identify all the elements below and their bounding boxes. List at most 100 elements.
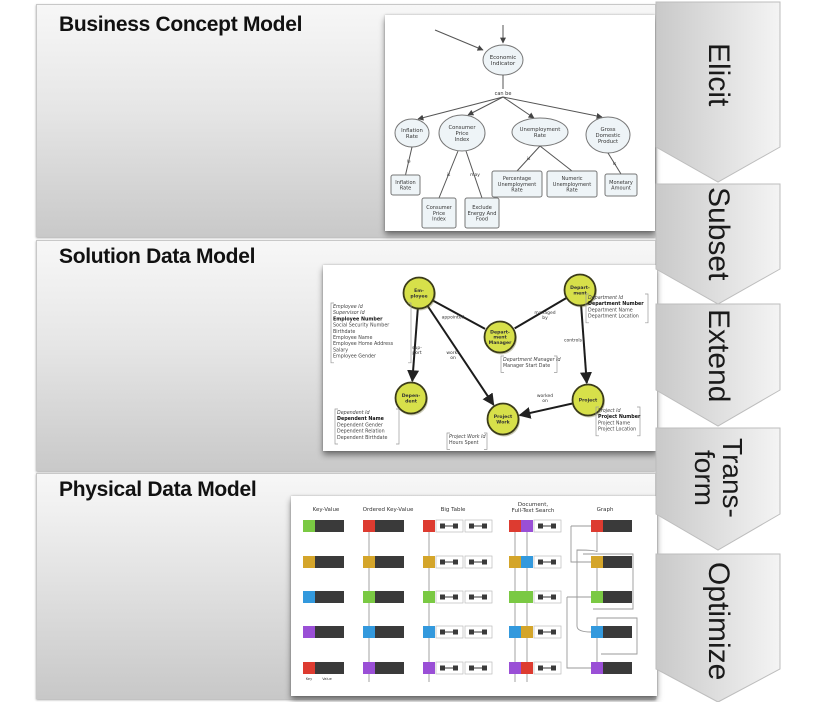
entity-label: Project	[579, 398, 598, 404]
cell-key	[440, 559, 445, 565]
value-block	[315, 520, 344, 532]
entity-label: Depart-ment	[570, 285, 590, 296]
value-block	[375, 591, 404, 603]
attribute-text: Employee Name	[333, 335, 372, 341]
step-label: Trans- form	[689, 438, 748, 518]
key-block	[303, 591, 315, 603]
attribute-text: Department Id	[588, 295, 624, 301]
concept-box	[421, 197, 457, 229]
column-cell	[464, 590, 493, 604]
attribute-bracket	[595, 406, 599, 437]
key-block	[363, 626, 375, 638]
attribute-bracket	[645, 293, 649, 324]
key-block	[591, 591, 603, 603]
cell-value	[482, 629, 487, 635]
entity-employee: Em-ployee	[402, 276, 436, 311]
edge	[438, 150, 459, 199]
value-block	[603, 556, 632, 568]
key-block	[423, 662, 435, 674]
entity-node	[402, 276, 436, 310]
index-block	[521, 556, 533, 568]
attribute-text: Manager Start Date	[503, 363, 550, 369]
key-block	[363, 591, 375, 603]
cell-value	[453, 594, 458, 600]
step-label: Subset	[702, 187, 735, 281]
attribute-text: Department Manager Id	[503, 357, 562, 363]
column-cell	[533, 590, 562, 604]
edge	[417, 96, 504, 121]
legend-value: Value	[322, 677, 332, 681]
value-block	[375, 626, 404, 638]
attribute-text: Project Id	[598, 408, 622, 414]
index-block	[521, 626, 533, 638]
cell-value	[551, 665, 556, 671]
value-block	[603, 662, 632, 674]
cell-key	[538, 629, 543, 635]
edge-label: is	[407, 159, 411, 165]
attribute-text: Project Number	[598, 414, 641, 420]
edge	[607, 152, 622, 175]
graph-edge	[570, 526, 591, 563]
concept-box	[464, 197, 500, 229]
attribute-text: Social Security Number	[333, 323, 389, 329]
relationship-label: sup-port	[412, 346, 422, 356]
attribute-text: Employee Number	[333, 316, 383, 322]
cell-value	[482, 594, 487, 600]
cell-key	[440, 594, 445, 600]
column-header: Document,Full-Text Search	[512, 502, 555, 514]
edge-label: is	[447, 172, 451, 178]
cell-value	[453, 629, 458, 635]
edge-label: can be	[495, 91, 512, 97]
attribute-bracket	[585, 293, 589, 324]
entity-node	[486, 402, 520, 436]
index-block	[521, 591, 533, 603]
key-block	[509, 662, 521, 674]
value-block	[375, 520, 404, 532]
attribute-text: Dependent Name	[337, 416, 385, 422]
column-cell	[435, 590, 464, 604]
attribute-text: Employee Gender	[333, 354, 376, 360]
edge-label: may	[470, 173, 480, 178]
key-block	[591, 520, 603, 532]
process-steps: Elicit Subset Extend Trans- form Optimiz…	[655, 1, 781, 702]
attribute-bracket	[330, 302, 334, 364]
key-block	[423, 520, 435, 532]
step-label: Optimize	[702, 562, 735, 681]
step-label: Elicit	[702, 42, 735, 107]
column-cell	[533, 555, 562, 569]
key-block	[303, 662, 315, 674]
entity-node	[483, 320, 517, 354]
attribute-bracket	[500, 355, 504, 373]
cell-key	[469, 594, 474, 600]
attribute-bracket	[554, 355, 558, 373]
entity-dependent: Depen-dent	[394, 381, 428, 416]
concept-box	[390, 174, 421, 196]
key-block	[591, 556, 603, 568]
graph-edge	[596, 617, 638, 662]
value-block	[315, 591, 344, 603]
relationship-label: appointed	[442, 315, 465, 321]
edge	[502, 96, 603, 119]
key-block	[509, 520, 521, 532]
value-block	[603, 591, 632, 603]
attribute-text: Department Number	[588, 301, 644, 307]
attribute-text: Hours Spent	[449, 440, 479, 446]
cell-value	[482, 523, 487, 529]
process-step-elicit: Elicit	[655, 1, 781, 183]
attribute-text: Dependent Relation	[337, 429, 385, 435]
